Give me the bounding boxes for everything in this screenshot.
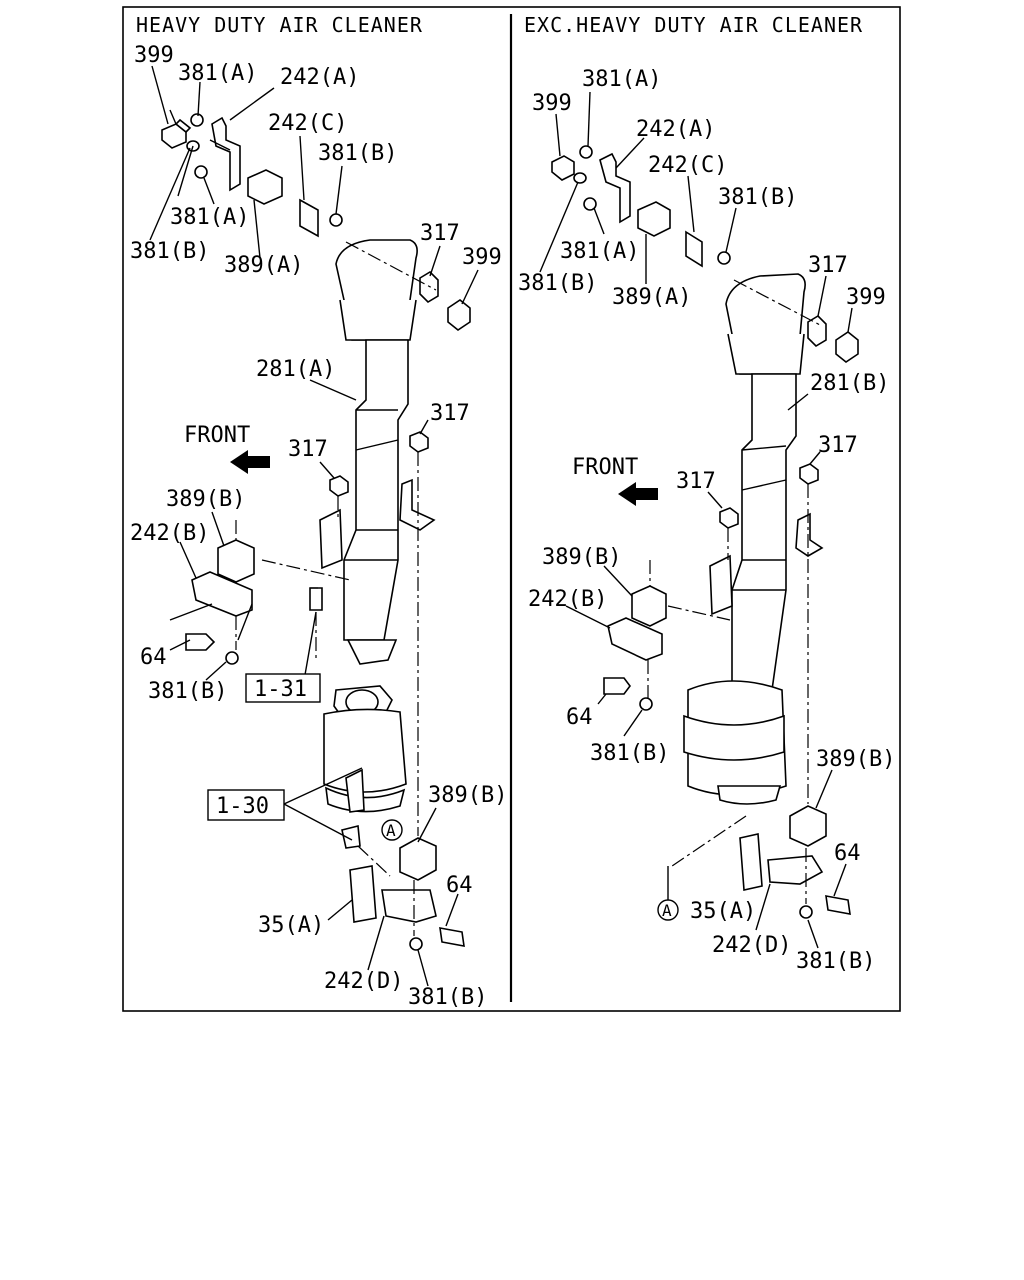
label-242c: 242(C) [648,153,727,178]
label-381a: 381(A) [560,239,639,264]
circle-a-label: A [662,901,672,920]
right-top-bracket-assembly [551,145,731,268]
label-381b: 381(B) [718,185,797,210]
left-front-arrow [230,450,270,474]
label-317: 317 [430,401,470,426]
label-399: 399 [134,43,174,68]
label-242b: 242(B) [528,587,607,612]
left-circle-a [381,819,403,841]
label-389b: 389(B) [166,487,245,512]
label-317: 317 [288,437,328,462]
label-242d: 242(D) [324,969,403,994]
label-389b: 389(B) [816,747,895,772]
label-64: 64 [140,645,167,670]
label-317: 317 [420,221,460,246]
right-part-labels: 381(A) 399 242(A) 242(C) 381(B) 381(A) 3… [518,67,895,974]
label-front: FRONT [184,423,250,448]
diagram-frame [122,6,901,1012]
label-389b: 389(B) [428,783,507,808]
label-381b: 381(B) [148,679,227,704]
label-281a: 281(A) [256,357,335,382]
label-389a: 389(A) [612,285,691,310]
left-top-bracket-assembly [161,109,343,238]
label-281b: 281(B) [810,371,889,396]
label-381b: 381(B) [590,741,669,766]
label-381a: 381(A) [582,67,661,92]
left-muffler-assembly [319,239,436,849]
left-panel: HEAVY DUTY AIR CLEANER [130,13,507,1010]
label-381b: 381(B) [796,949,875,974]
label-381b: 381(B) [408,985,487,1010]
label-64: 64 [834,841,861,866]
ref-box-1-31 [245,673,321,703]
label-242b: 242(B) [130,521,209,546]
label-389b: 389(B) [542,545,621,570]
label-381a: 381(A) [178,61,257,86]
label-35a: 35(A) [690,899,756,924]
label-35a: 35(A) [258,913,324,938]
right-panel: EXC.HEAVY DUTY AIR CLEANER [518,13,895,974]
left-mounting-hardware [169,241,471,951]
label-242d: 242(D) [712,933,791,958]
label-399: 399 [846,285,886,310]
label-317: 317 [818,433,858,458]
circle-a-label: A [386,821,396,840]
label-381b: 381(B) [518,271,597,296]
label-389a: 389(A) [224,253,303,278]
label-381b: 381(B) [130,239,209,264]
label-399: 399 [532,91,572,116]
right-front-arrow [618,482,658,506]
label-399: 399 [462,245,502,270]
label-64: 64 [566,705,593,730]
left-part-labels: 399 381(A) 242(A) 242(C) 381(B) 381(A) 3… [130,43,507,1010]
right-muffler-assembly [683,273,824,805]
ref-box-1-30 [207,789,285,821]
ref-label-1-30: 1-30 [216,794,269,819]
label-317: 317 [808,253,848,278]
left-leader-lines [149,65,479,987]
label-front: FRONT [572,455,638,480]
left-panel-title: HEAVY DUTY AIR CLEANER [136,13,423,37]
label-242a: 242(A) [636,117,715,142]
ref-label-1-31: 1-31 [254,677,307,702]
label-317: 317 [676,469,716,494]
label-242c: 242(C) [268,111,347,136]
label-381b: 381(B) [318,141,397,166]
right-panel-title: EXC.HEAVY DUTY AIR CLEANER [524,13,863,37]
right-mounting-hardware [603,279,859,919]
label-242a: 242(A) [280,65,359,90]
label-381a: 381(A) [170,205,249,230]
label-64: 64 [446,873,473,898]
right-leader-lines [539,91,853,949]
